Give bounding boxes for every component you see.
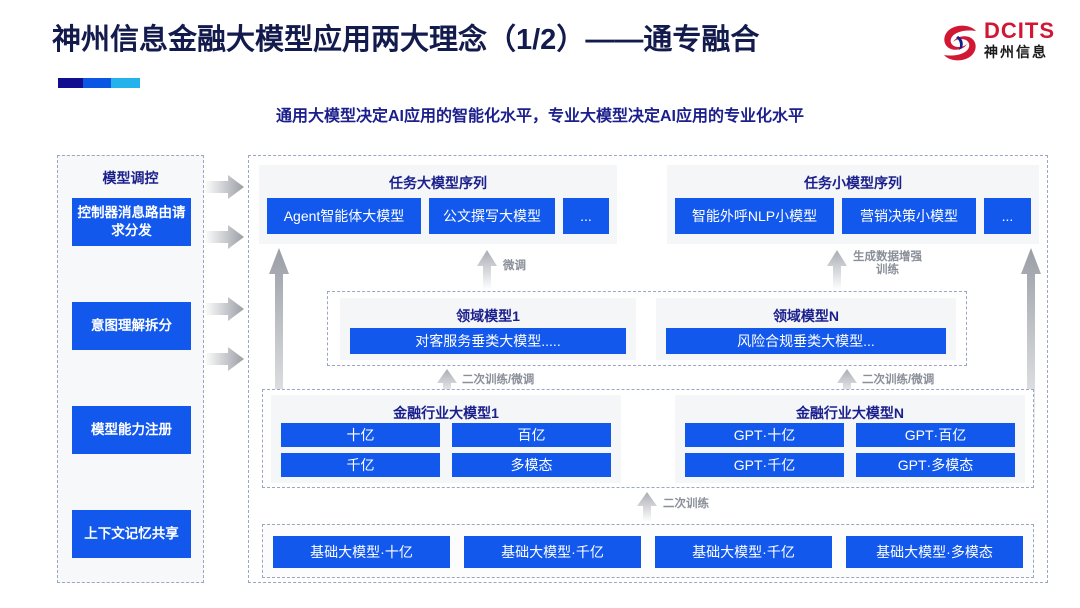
up-arrow-icon-retrain-right bbox=[837, 369, 857, 399]
right-arrow-icon-4 bbox=[204, 346, 244, 372]
control-item-registry[interactable]: 模型能力注册 bbox=[72, 406, 191, 454]
up-arrow-icon-left-long bbox=[269, 248, 289, 466]
industry-model-1-title: 金融行业大模型1 bbox=[393, 405, 499, 421]
chip-industryn-gpt-baiyi[interactable]: GPT·百亿 bbox=[856, 423, 1015, 447]
accent-segment-3 bbox=[111, 78, 140, 88]
right-arrow-icon-1 bbox=[204, 174, 244, 200]
chip-industry1-multimodal[interactable]: 多模态 bbox=[452, 453, 611, 477]
chip-agent-model[interactable]: Agent智能体大模型 bbox=[267, 198, 421, 234]
arrow-label-data-aug-line2: 训练 bbox=[876, 264, 899, 276]
page-header: 神州信息金融大模型应用两大理念（1/2）——通专融合 DCITS 神州信息 通用… bbox=[0, 0, 1080, 126]
arrow-label-data-aug-line1: 生成数据增强 bbox=[853, 251, 922, 263]
arrow-label-retrain-right: 二次训练/微调 bbox=[862, 374, 935, 386]
chip-marketing-model[interactable]: 营销决策小模型 bbox=[842, 198, 976, 234]
chip-nlp-outbound-model[interactable]: 智能外呼NLP小模型 bbox=[675, 198, 834, 234]
chip-industryn-gpt-shiyi[interactable]: GPT·十亿 bbox=[685, 423, 844, 447]
task-small-chip-row: 智能外呼NLP小模型 营销决策小模型 ... bbox=[675, 198, 1031, 234]
up-arrow-icon-retrain-left bbox=[437, 369, 457, 399]
control-item-router[interactable]: 控制器消息路由请求分发 bbox=[72, 198, 191, 246]
base-models-chip-row: 基础大模型·十亿 基础大模型·千亿 基础大模型·千亿 基础大模型·多模态 bbox=[273, 536, 1023, 568]
model-stack-container: 任务大模型序列 Agent智能体大模型 公文撰写大模型 ... 任务小模型序列 … bbox=[248, 155, 1048, 583]
chip-doc-writing-model[interactable]: 公文撰写大模型 bbox=[429, 198, 555, 234]
chip-base-shiyi[interactable]: 基础大模型·十亿 bbox=[273, 536, 450, 568]
chip-industry1-qianyi[interactable]: 千亿 bbox=[281, 453, 440, 477]
control-panel-title: 模型调控 bbox=[102, 170, 159, 186]
up-arrow-icon-data-aug bbox=[827, 250, 847, 290]
domain-model-1-title: 领域模型1 bbox=[456, 308, 520, 324]
logo-text-group: DCITS 神州信息 bbox=[984, 20, 1055, 61]
chip-industryn-gpt-qianyi[interactable]: GPT·千亿 bbox=[685, 453, 844, 477]
right-arrow-icon-2 bbox=[204, 224, 244, 250]
chip-base-qianyi-2[interactable]: 基础大模型·千亿 bbox=[655, 536, 832, 568]
industry-models-container: 金融行业大模型1 十亿 百亿 千亿 多模态 金融行业大模型N GPT·十亿 GP… bbox=[262, 389, 1034, 488]
right-arrow-icon-3 bbox=[204, 296, 244, 322]
industry-model-n-panel: 金融行业大模型N GPT·十亿 GPT·百亿 GPT·千亿 GPT·多模态 bbox=[675, 395, 1025, 483]
architecture-diagram: 模型调控 控制器消息路由请求分发 意图理解拆分 模型能力注册 上下文记忆共享 bbox=[0, 150, 1080, 600]
arrow-label-retrain-center: 二次训练 bbox=[663, 498, 709, 510]
control-item-intent[interactable]: 意图理解拆分 bbox=[72, 302, 191, 350]
page-subtitle: 通用大模型决定AI应用的智能化水平，专业大模型决定AI应用的专业化水平 bbox=[275, 108, 804, 125]
domain-models-container: 领域模型1 对客服务垂类大模型..... 领域模型N 风险合规垂类大模型... bbox=[327, 291, 967, 366]
accent-bar bbox=[58, 78, 140, 88]
up-arrow-icon-right-long bbox=[1021, 248, 1041, 466]
industry-model-n-chip-grid: GPT·十亿 GPT·百亿 GPT·千亿 GPT·多模态 bbox=[685, 423, 1015, 477]
base-models-container: 基础大模型·十亿 基础大模型·千亿 基础大模型·千亿 基础大模型·多模态 bbox=[262, 524, 1034, 578]
chip-industryn-gpt-multimodal[interactable]: GPT·多模态 bbox=[856, 453, 1015, 477]
dcits-logo: DCITS 神州信息 bbox=[940, 18, 1070, 72]
page-title: 神州信息金融大模型应用两大理念（1/2）——通专融合 bbox=[52, 24, 760, 56]
up-arrow-icon-retrain-center bbox=[637, 492, 657, 522]
chip-more-small[interactable]: ... bbox=[984, 198, 1031, 234]
up-arrow-icon-fine-tune bbox=[477, 250, 497, 290]
logo-en-text: DCITS bbox=[984, 18, 1055, 43]
arrow-label-retrain-left: 二次训练/微调 bbox=[462, 374, 535, 386]
chip-industry1-baiyi[interactable]: 百亿 bbox=[452, 423, 611, 447]
task-small-title: 任务小模型序列 bbox=[804, 175, 902, 191]
task-large-chip-row: Agent智能体大模型 公文撰写大模型 ... bbox=[267, 198, 609, 234]
domain-model-n-panel: 领域模型N 风险合规垂类大模型... bbox=[656, 298, 956, 360]
control-item-context[interactable]: 上下文记忆共享 bbox=[72, 510, 191, 558]
task-large-panel: 任务大模型序列 Agent智能体大模型 公文撰写大模型 ... bbox=[259, 165, 617, 244]
task-small-panel: 任务小模型序列 智能外呼NLP小模型 营销决策小模型 ... bbox=[667, 165, 1039, 244]
chip-base-multimodal[interactable]: 基础大模型·多模态 bbox=[846, 536, 1023, 568]
chip-risk-compliance-model[interactable]: 风险合规垂类大模型... bbox=[666, 328, 946, 354]
chip-more-large[interactable]: ... bbox=[563, 198, 609, 234]
domain-model-1-panel: 领域模型1 对客服务垂类大模型..... bbox=[340, 298, 636, 360]
domain-model-n-title: 领域模型N bbox=[772, 308, 840, 324]
logo-cn-text: 神州信息 bbox=[984, 44, 1048, 60]
arrow-label-fine-tune: 微调 bbox=[503, 260, 526, 272]
accent-segment-1 bbox=[58, 78, 83, 88]
industry-model-1-panel: 金融行业大模型1 十亿 百亿 千亿 多模态 bbox=[271, 395, 621, 483]
chip-industry1-shiyi[interactable]: 十亿 bbox=[281, 423, 440, 447]
chip-base-qianyi-1[interactable]: 基础大模型·千亿 bbox=[464, 536, 641, 568]
task-large-title: 任务大模型序列 bbox=[389, 175, 487, 191]
industry-model-1-chip-grid: 十亿 百亿 千亿 多模态 bbox=[281, 423, 611, 477]
industry-model-n-title: 金融行业大模型N bbox=[795, 405, 905, 421]
arrow-label-data-aug: 生成数据增强 训练 bbox=[853, 251, 922, 277]
control-panel: 模型调控 控制器消息路由请求分发 意图理解拆分 模型能力注册 上下文记忆共享 bbox=[57, 155, 204, 583]
chip-customer-service-model[interactable]: 对客服务垂类大模型..... bbox=[350, 328, 626, 354]
accent-segment-2 bbox=[82, 78, 112, 88]
dcits-swirl-icon bbox=[940, 24, 980, 62]
